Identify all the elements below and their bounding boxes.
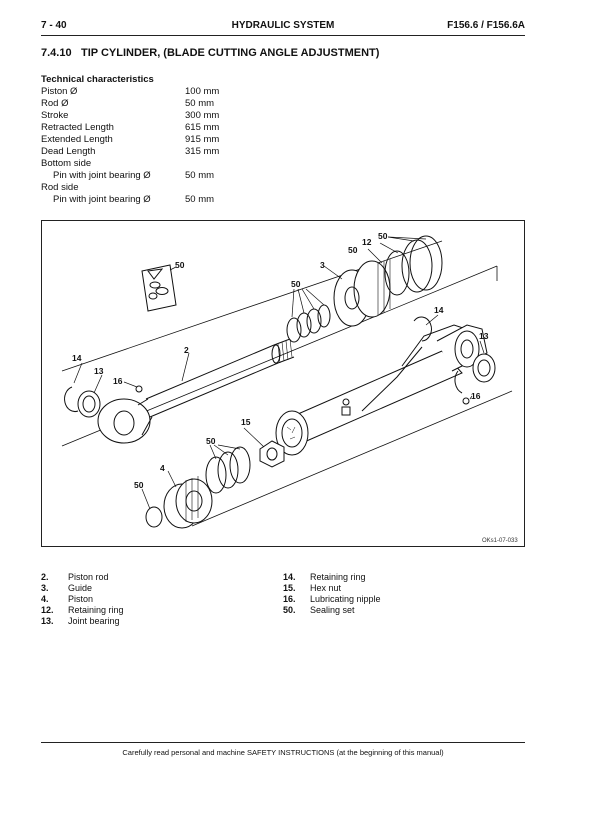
guide bbox=[333, 259, 391, 327]
callout-4: 4 bbox=[160, 463, 165, 473]
legend-item: 15.Hex nut bbox=[283, 583, 342, 593]
callout-50: 50 bbox=[206, 436, 216, 446]
callout-16: 16 bbox=[471, 391, 481, 401]
retaining-ring-left bbox=[64, 386, 79, 412]
spec-value: 50 mm bbox=[185, 170, 215, 181]
legend-right: 14.Retaining ring 15.Hex nut 16.Lubricat… bbox=[283, 572, 523, 616]
specs-heading: Technical characteristics bbox=[41, 74, 154, 85]
seal-kit-bag bbox=[141, 264, 177, 312]
legend-item: 14.Retaining ring bbox=[283, 572, 366, 582]
callout-2: 2 bbox=[184, 345, 189, 355]
retaining-ring-12 bbox=[384, 250, 410, 296]
callout-14: 14 bbox=[434, 305, 444, 315]
callout-3: 3 bbox=[320, 260, 325, 270]
callout-50: 50 bbox=[291, 279, 301, 289]
guide-line bbox=[191, 390, 513, 527]
exploded-view-drawing: 50 50 3 50 12 50 14 13 16 2 14 13 16 15 … bbox=[61, 231, 518, 544]
hex-nut bbox=[259, 440, 285, 468]
retaining-ring-arc bbox=[454, 370, 463, 394]
header-divider bbox=[41, 35, 525, 36]
spec-label: Extended Length bbox=[41, 134, 113, 145]
callout-15: 15 bbox=[241, 417, 251, 427]
section-number: 7.4.10 bbox=[41, 47, 72, 59]
spec-value: 100 mm bbox=[185, 86, 220, 97]
figure-reference: OKs1-07-033 bbox=[482, 538, 518, 544]
legend-item: 3.Guide bbox=[41, 583, 93, 593]
legend-item: 13.Joint bearing bbox=[41, 616, 120, 626]
legend-item: 12.Retaining ring bbox=[41, 605, 124, 615]
spec-label: Piston Ø bbox=[41, 86, 78, 97]
lubricating-nipple-right bbox=[462, 397, 470, 405]
joint-bearing-left bbox=[77, 390, 101, 418]
legend-item: 50.Sealing set bbox=[283, 605, 355, 615]
spec-label: Stroke bbox=[41, 110, 69, 121]
footer-divider bbox=[41, 742, 525, 743]
spec-label: Pin with joint bearing Ø bbox=[53, 170, 151, 181]
spec-value: 615 mm bbox=[185, 122, 220, 133]
spec-value: 50 mm bbox=[185, 194, 215, 205]
section-heading: TIP CYLINDER, (BLADE CUTTING ANGLE ADJUS… bbox=[81, 47, 380, 59]
o-ring-lower bbox=[145, 506, 163, 528]
leader-lines bbox=[73, 236, 485, 510]
spec-label: Pin with joint bearing Ø bbox=[53, 194, 151, 205]
spec-value: 315 mm bbox=[185, 146, 220, 157]
callout-13: 13 bbox=[479, 331, 489, 341]
spec-label: Bottom side bbox=[41, 158, 92, 169]
footer-note: Carefully read personal and machine SAFE… bbox=[122, 748, 444, 757]
spec-value: 300 mm bbox=[185, 110, 220, 121]
cylinder-barrel bbox=[275, 324, 488, 456]
section-title: 7.4.10 TIP CYLINDER, (BLADE CUTTING ANGLE… bbox=[41, 47, 379, 59]
spec-label: Dead Length bbox=[41, 146, 96, 157]
retaining-ring-right bbox=[413, 316, 432, 342]
callout-50: 50 bbox=[348, 245, 358, 255]
spec-label: Rod Ø bbox=[41, 98, 69, 109]
legend-item: 2.Piston rod bbox=[41, 572, 109, 582]
piston-seals-lower bbox=[205, 446, 251, 494]
legend-item: 16.Lubricating nipple bbox=[283, 594, 381, 604]
callout-12: 12 bbox=[362, 237, 372, 247]
exploded-view-figure: 50 50 3 50 12 50 14 13 16 2 14 13 16 15 … bbox=[41, 220, 525, 547]
page-header: 7 - 40 HYDRAULIC SYSTEM F156.6 / F156.6A bbox=[41, 20, 525, 34]
callout-50: 50 bbox=[134, 480, 144, 490]
page-number: 7 - 40 bbox=[41, 20, 67, 31]
legend-left: 2.Piston rod 3.Guide 4.Piston 12.Retaini… bbox=[41, 572, 271, 627]
legend-item: 4.Piston bbox=[41, 594, 94, 604]
callout-13: 13 bbox=[94, 366, 104, 376]
callout-14: 14 bbox=[72, 353, 82, 363]
spec-value: 50 mm bbox=[185, 98, 215, 109]
spec-value: 915 mm bbox=[185, 134, 220, 145]
callout-50: 50 bbox=[175, 260, 185, 270]
chapter-title: HYDRAULIC SYSTEM bbox=[231, 20, 335, 31]
piston-rod bbox=[97, 338, 295, 444]
model-number: F156.6 / F156.6A bbox=[447, 20, 525, 31]
joint-bearing-right bbox=[472, 353, 496, 383]
sealing-ring bbox=[401, 239, 433, 293]
sealing-ring bbox=[409, 235, 443, 291]
piston bbox=[163, 476, 213, 529]
callout-16: 16 bbox=[113, 376, 123, 386]
piston-seals-upper bbox=[286, 304, 331, 343]
spec-label: Rod side bbox=[41, 182, 79, 193]
spec-label: Retracted Length bbox=[41, 122, 114, 133]
callout-50: 50 bbox=[378, 231, 388, 241]
